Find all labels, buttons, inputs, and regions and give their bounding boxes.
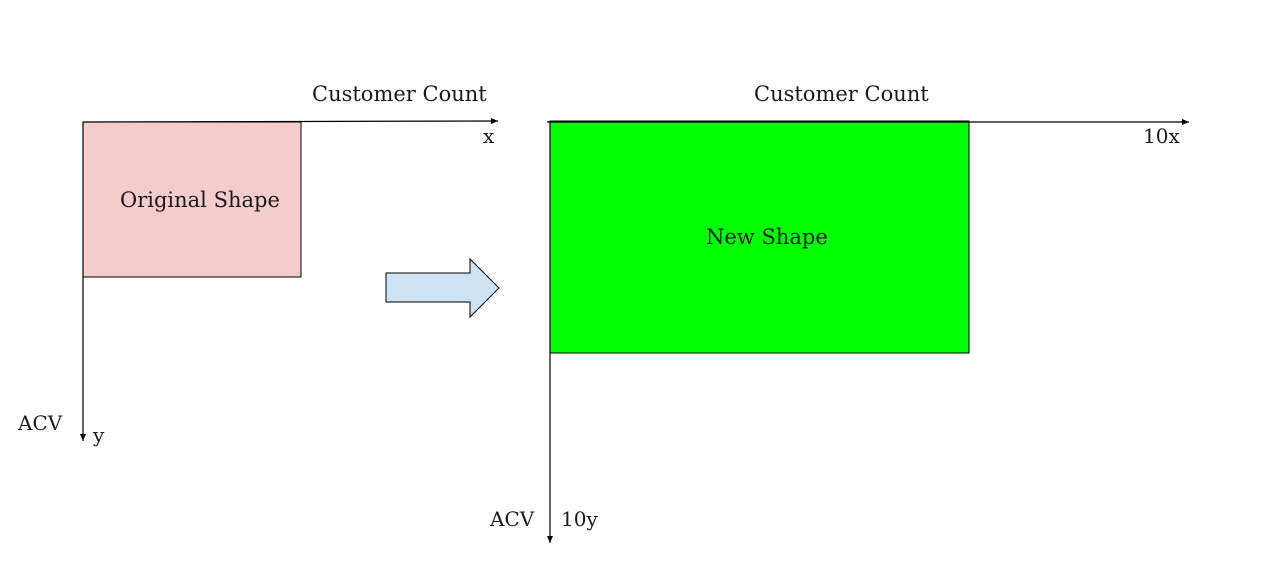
original-shape-label: Original Shape	[120, 188, 280, 212]
right-y-axis-title: ACV	[490, 507, 535, 531]
new-shape-label: New Shape	[706, 225, 828, 249]
left-x-axis-variable: x	[483, 124, 495, 148]
right-y-axis-variable: 10y	[561, 507, 598, 531]
left-y-axis-title: ACV	[18, 411, 63, 435]
left-y-axis-variable: y	[93, 423, 105, 447]
right-x-axis-variable: 10x	[1143, 124, 1180, 148]
left-x-axis	[82, 118, 499, 125]
original-shape-rect	[82, 121, 302, 278]
right-arrow-icon	[385, 257, 500, 319]
left-x-axis-title: Customer Count	[312, 82, 487, 106]
right-x-axis-title: Customer Count	[754, 82, 929, 106]
new-shape-rect	[549, 120, 970, 354]
